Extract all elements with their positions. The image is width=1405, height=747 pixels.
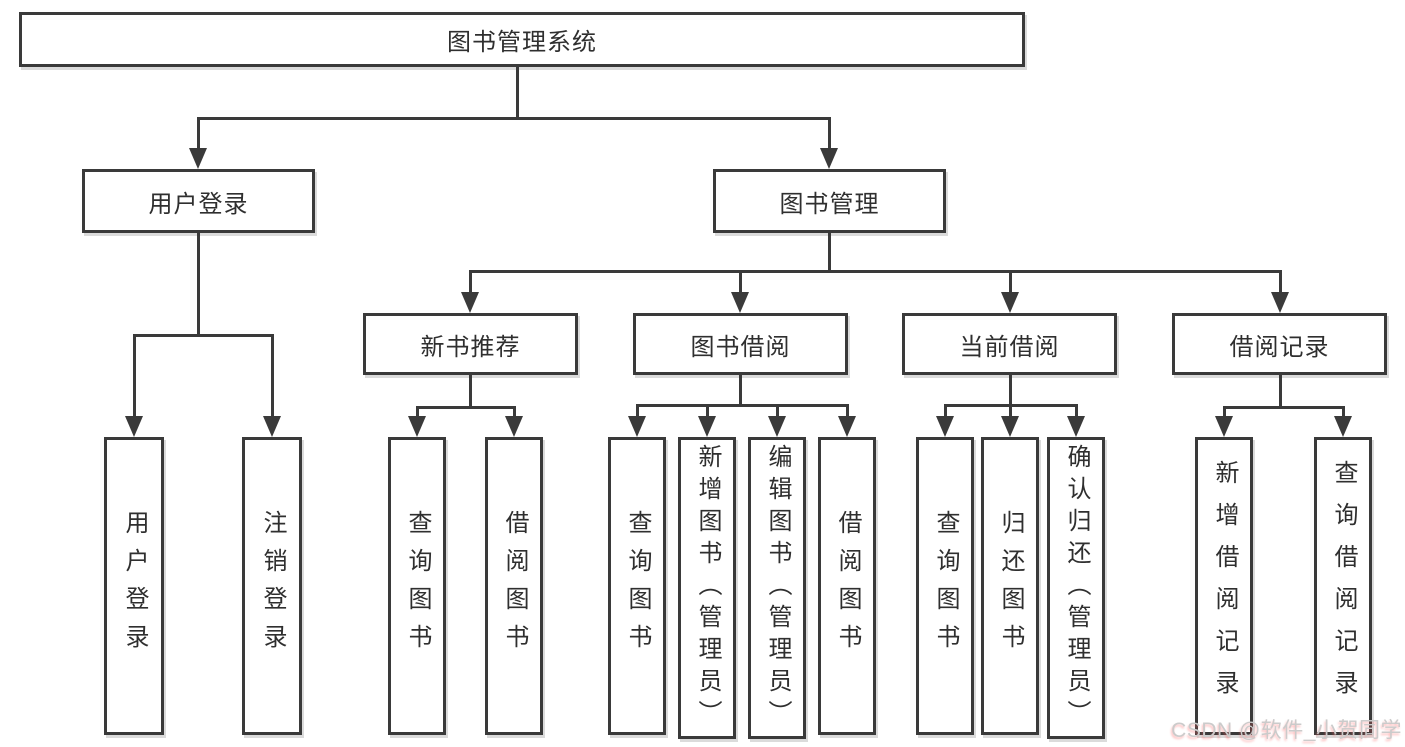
node-label: 借阅图书 [834,510,861,662]
connector-user-login-bar [133,334,274,337]
arrowhead-bb-add-icon [698,416,716,437]
leaf-recommend-borrow-book: 借阅图书 [485,437,543,735]
arrowhead-user-login-icon [189,148,207,169]
node-label: 确认归还（管理员） [1063,444,1090,732]
leaf-recommend-query-book: 查询图书 [388,437,446,735]
arrowhead-new-rec-icon [461,292,479,313]
connector-drop-br-add [1223,406,1226,418]
arrowhead-bb-query-icon [628,416,646,437]
connector-drop-book-borrow [739,270,742,294]
arrowhead-br-add-icon [1215,416,1233,437]
leaf-user-login: 用户登录 [104,437,164,735]
leaf-current-query-book: 查询图书 [916,437,974,735]
node-book-management: 图书管理 [713,169,946,233]
node-label: 借阅记录 [1229,333,1330,361]
connector-book-mgmt-stem [828,233,831,272]
connector-new-rec-bar [416,406,516,409]
arrowhead-borrow-record-icon [1271,292,1289,313]
arrowhead-book-mgmt-icon [820,148,838,169]
arrowhead-br-query-icon [1334,416,1352,437]
node-label: 编辑图书（管理员） [764,444,791,732]
connector-root-stem [516,67,519,119]
node-label: 新书推荐 [420,333,521,361]
connector-drop-nr-borrow [513,406,516,418]
arrowhead-cb-return-icon [1001,416,1019,437]
node-label: 当前借阅 [959,333,1060,361]
arrowhead-nr-borrow-icon [505,416,523,437]
node-label: 注销登录 [259,510,286,662]
node-label: 归还图书 [997,510,1024,662]
node-current-borrowing: 当前借阅 [902,313,1117,375]
csdn-watermark: CSDN @软件_小贺同学 [1171,719,1402,742]
leaf-borrowing-query-book: 查询图书 [608,437,666,735]
leaf-add-borrow-record: 新增借阅记录 [1195,437,1253,735]
connector-drop-leaf-logout [271,334,274,418]
node-label: 查询图书 [404,510,431,662]
connector-current-borrow-stem [1009,375,1012,406]
connector-borrow-record-bar [1223,406,1345,409]
node-label: 查询图书 [932,510,959,662]
node-label: 图书管理系统 [447,29,597,56]
arrowhead-bb-borrow-icon [838,416,856,437]
node-borrowing-records: 借阅记录 [1172,313,1387,375]
node-label: 图书借阅 [690,333,791,361]
connector-drop-current-borrow [1009,270,1012,294]
node-label: 用户登录 [148,190,249,218]
node-label: 图书管理 [779,190,880,218]
leaf-query-borrow-record: 查询借阅记录 [1314,437,1372,735]
connector-drop-new-rec [469,270,472,294]
node-label: 用户登录 [121,510,148,662]
connector-drop-bb-add [706,404,709,418]
leaf-borrowing-borrow-book: 借阅图书 [818,437,876,735]
arrowhead-leaf-login-icon [125,416,143,437]
node-label: 借阅图书 [501,510,528,662]
connector-user-login-stem [197,233,200,336]
connector-new-rec-stem [469,375,472,408]
arrowhead-current-borrow-icon [1001,292,1019,313]
connector-drop-nr-query [416,406,419,418]
connector-book-borrow-stem [739,375,742,406]
connector-drop-bb-borrow [846,404,849,418]
connector-drop-cb-query [944,404,947,418]
node-user-login: 用户登录 [82,169,315,233]
arrowhead-bb-edit-icon [768,416,786,437]
connector-drop-bb-query [636,404,639,418]
connector-drop-leaf-login [133,334,136,418]
node-label: 查询图书 [624,510,651,662]
connector-drop-bb-edit [776,404,779,418]
leaf-logout: 注销登录 [242,437,302,735]
connector-book-borrow-bar [636,404,849,407]
arrowhead-nr-query-icon [408,416,426,437]
leaf-confirm-return-admin: 确认归还（管理员） [1047,437,1105,739]
arrowhead-cb-confirm-icon [1067,416,1085,437]
connector-drop-book-mgmt [828,117,831,151]
leaf-edit-book-admin: 编辑图书（管理员） [748,437,806,739]
node-book-borrowing: 图书借阅 [633,313,848,375]
arrowhead-book-borrow-icon [731,292,749,313]
arrowhead-cb-query-icon [936,416,954,437]
connector-borrow-record-stem [1279,375,1282,408]
leaf-return-book: 归还图书 [981,437,1039,735]
connector-drop-user-login [197,117,200,151]
connector-drop-cb-return [1009,404,1012,418]
connector-drop-borrow-record [1279,270,1282,294]
connector-drop-cb-confirm [1075,404,1078,418]
node-new-book-recommend: 新书推荐 [363,313,578,375]
node-label: 查询借阅记录 [1330,460,1357,712]
node-root-system: 图书管理系统 [19,12,1025,67]
leaf-add-book-admin: 新增图书（管理员） [678,437,736,739]
node-label: 新增借阅记录 [1211,460,1238,712]
connector-level3-bar [469,270,1282,273]
connector-drop-br-query [1342,406,1345,418]
node-label: 新增图书（管理员） [694,444,721,732]
connector-level2-bar [197,117,831,120]
arrowhead-leaf-logout-icon [263,416,281,437]
